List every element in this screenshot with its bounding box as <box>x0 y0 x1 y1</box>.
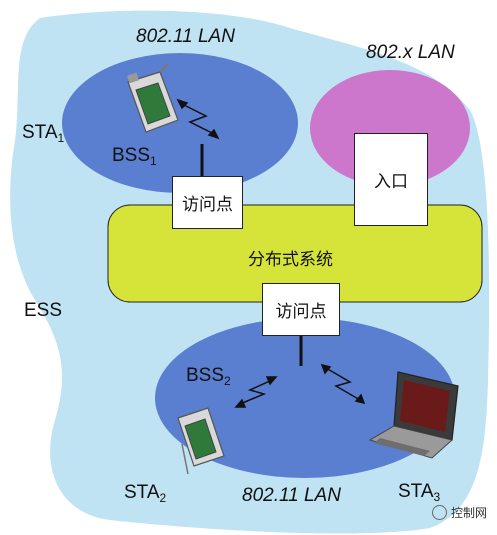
laptop-device-icon <box>368 371 459 459</box>
watermark-text: 控制网 <box>450 506 487 520</box>
wireless-signal-icon <box>234 376 278 408</box>
lan-x-label: 802.x LAN <box>366 42 455 63</box>
access-point-top-box: 访问点 <box>172 176 243 229</box>
sta2-label: STA2 <box>124 482 167 505</box>
wireless-signal-icon <box>320 363 366 405</box>
ess-label: ESS <box>24 300 63 321</box>
distribution-system-label: 分布式系统 <box>248 250 333 270</box>
wechat-icon <box>431 505 447 520</box>
portal-box: 入口 <box>354 133 428 226</box>
sta3-label: STA3 <box>398 481 441 504</box>
bss1-ellipse <box>62 53 298 193</box>
pda-device-icon <box>177 407 225 475</box>
wireless-signal-icon <box>176 98 220 140</box>
watermark: 控制网 <box>431 504 487 521</box>
access-point-bottom-box: 访问点 <box>262 283 340 336</box>
lan-bottom-label: 802.11 LAN <box>242 485 341 506</box>
lan-top-label: 802.11 LAN <box>136 26 235 47</box>
lan-x-ellipse <box>310 70 470 186</box>
pda-device-icon <box>127 63 179 133</box>
bss1-label: BSS1 <box>112 145 157 168</box>
bss2-label: BSS2 <box>186 365 231 388</box>
sta1-label: STA1 <box>22 122 65 145</box>
